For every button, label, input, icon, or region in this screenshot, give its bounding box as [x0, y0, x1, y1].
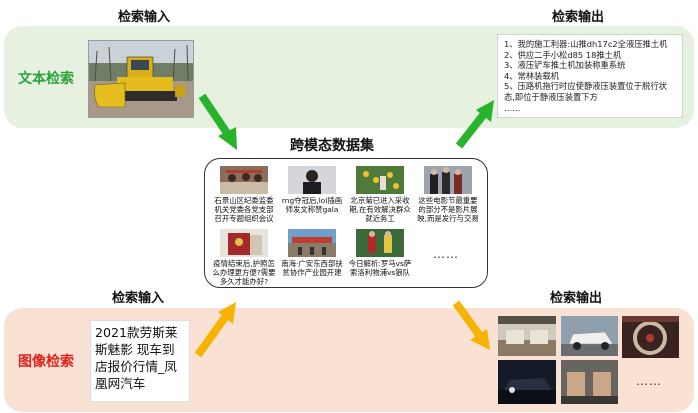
dataset-thumbnail [424, 166, 472, 194]
arrow-dataset-to-image-results-icon [452, 300, 490, 350]
dataset-caption: 疫情结束后,护照怎么办理更方便?需要多久才能办好? [212, 259, 276, 287]
list-item[interactable]: 5、压路机拖行时应使静液压装置位于脱行状态,即位于静液压装置下方 [504, 81, 667, 102]
text-retrieval-label: 文本检索 [18, 71, 74, 87]
dataset-item[interactable]: 疫情结束后,护照怎么办理更方便?需要多久才能办好? [211, 229, 277, 287]
search-output-heading-top: 检索输出 [552, 10, 605, 25]
dataset-ellipsis: …… [433, 247, 459, 261]
image-results-ellipsis: …… [636, 374, 662, 388]
dataset-item[interactable]: 石景山区纪委监委机关党委各党支部召开专题组织会议 [211, 166, 277, 224]
dataset-caption: 南海·广安东西部扶贫协作产业园开建 [281, 259, 343, 278]
image-retrieval-label: 图像检索 [18, 354, 74, 370]
dataset-thumbnail [356, 229, 404, 257]
arrow-text-to-dataset-icon [198, 93, 237, 150]
dataset-item[interactable]: rng夺冠后,lol插画师发文称赞gala [279, 166, 345, 214]
search-output-heading-bottom: 检索输出 [550, 291, 603, 306]
dataset-caption: 今日解析:罗马vs萨索洛利物浦vs狼队 [348, 259, 412, 278]
dataset-item[interactable]: 今日解析:罗马vs萨索洛利物浦vs狼队 [347, 229, 413, 277]
list-item[interactable]: 4、常林装载机 [504, 70, 560, 81]
dataset-caption: rng夺冠后,lol插画师发文称赞gala [281, 196, 343, 215]
list-item: …… [504, 102, 521, 113]
arrow-dataset-to-text-results-icon [455, 100, 494, 149]
steering-wheel-thumbnail[interactable] [622, 316, 679, 358]
list-item[interactable]: 1、我的施工利器:山推dh17c2全液压推土机 [504, 39, 668, 49]
dataset-thumbnail [220, 166, 268, 194]
car-interior-thumbnail[interactable] [498, 316, 556, 356]
dataset-item[interactable]: 这些电影节最重要的部分不是影片展映,而是发行与交易 [415, 166, 481, 224]
search-input-heading-top: 检索输入 [118, 10, 171, 25]
search-input-heading-bottom: 检索输入 [112, 291, 165, 306]
cross-modal-dataset: 石景山区纪委监委机关党委各党支部召开专题组织会议 rng夺冠后,lol插画师发文… [204, 158, 488, 288]
dataset-title: 跨模态数据集 [290, 138, 374, 154]
image-query-text[interactable]: 2021款劳斯莱斯魅影 现车到店报价行情_凤凰网汽车 [90, 320, 190, 402]
dataset-thumbnail [288, 229, 336, 257]
dataset-item[interactable]: 南海·广安东西部扶贫协作产业园开建 [279, 229, 345, 277]
bulldozer-query-image [88, 40, 194, 118]
list-item[interactable]: 2、供应二手小松d85 18推土机 [504, 49, 622, 60]
dataset-caption: 石景山区纪委监委机关党委各党支部召开专题组织会议 [214, 196, 274, 224]
dataset-thumbnail [220, 229, 268, 257]
car-night-thumbnail[interactable] [498, 360, 556, 404]
dataset-thumbnail [356, 166, 404, 194]
text-results-list: 1、我的施工利器:山推dh17c2全液压推土机 2、供应二手小松d85 18推土… [497, 34, 683, 118]
list-item[interactable]: 3、液压铲车推土机加装称重系统 [504, 60, 626, 71]
car-seats-thumbnail[interactable] [561, 360, 618, 404]
dataset-item[interactable]: 北京菊已进入采收期,在有效解决群众就近务工 [347, 166, 413, 224]
arrow-image-query-to-dataset-icon [194, 302, 236, 358]
dataset-thumbnail [288, 166, 336, 194]
dataset-caption: 北京菊已进入采收期,在有效解决群众就近务工 [349, 196, 411, 224]
dataset-caption: 这些电影节最重要的部分不是影片展映,而是发行与交易 [417, 196, 479, 224]
white-car-thumbnail[interactable] [561, 316, 618, 356]
